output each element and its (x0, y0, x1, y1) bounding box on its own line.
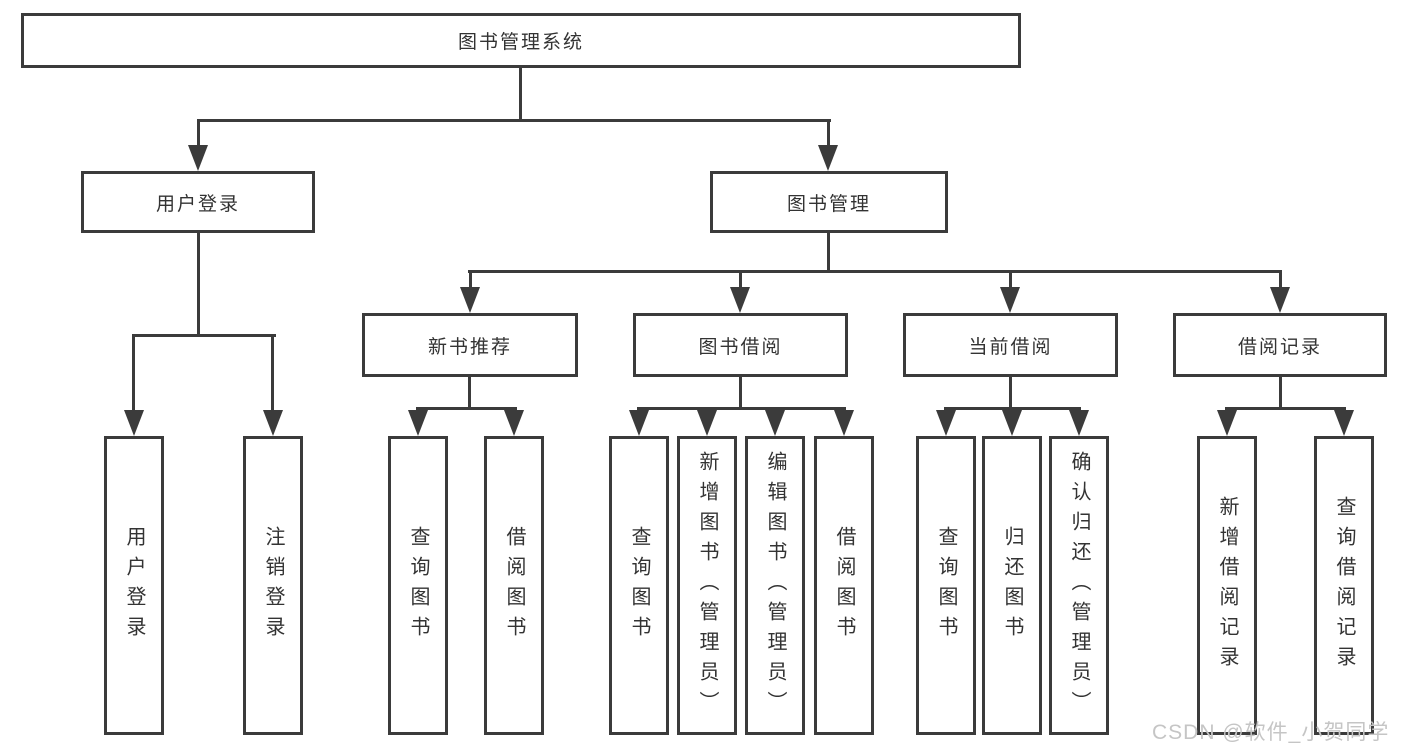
arrowhead-down-icon (765, 410, 785, 436)
node-book-borrowing: 图书借阅 (633, 313, 848, 377)
arrowhead-down-icon (1270, 287, 1290, 313)
arrowhead-down-icon (936, 410, 956, 436)
arrowhead-down-icon (1217, 410, 1237, 436)
connector-line (827, 119, 830, 147)
connector-line (197, 119, 831, 122)
leaf-logout: 注销登录 (243, 436, 303, 735)
connector-line (827, 233, 830, 273)
leaf-borrowing-borrow-books: 借阅图书 (814, 436, 874, 735)
connector-line (197, 119, 200, 147)
connector-line (132, 334, 276, 337)
arrowhead-down-icon (188, 145, 208, 171)
leaf-current-return-books: 归还图书 (982, 436, 1042, 735)
connector-line (468, 377, 471, 410)
arrowhead-down-icon (1334, 410, 1354, 436)
connector-line (1279, 377, 1282, 410)
leaf-records-add-record: 新增借阅记录 (1197, 436, 1257, 735)
leaf-current-query-books: 查询图书 (916, 436, 976, 735)
connector-line (1009, 270, 1012, 290)
connector-line (468, 270, 1282, 273)
leaf-recommend-borrow-books: 借阅图书 (484, 436, 544, 735)
arrowhead-down-icon (263, 410, 283, 436)
node-new-book-recommendation: 新书推荐 (362, 313, 578, 377)
leaf-recommend-query-books: 查询图书 (388, 436, 448, 735)
arrowhead-down-icon (1002, 410, 1022, 436)
connector-line (1225, 407, 1346, 410)
leaf-borrowing-add-books-admin: 新增图书（管理员） (677, 436, 737, 735)
arrowhead-down-icon (460, 287, 480, 313)
connector-line (469, 270, 472, 290)
leaf-records-query-record: 查询借阅记录 (1314, 436, 1374, 735)
arrowhead-down-icon (124, 410, 144, 436)
arrowhead-down-icon (1069, 410, 1089, 436)
arrowhead-down-icon (697, 410, 717, 436)
connector-line (1279, 270, 1282, 290)
connector-line (637, 407, 846, 410)
connector-line (739, 270, 742, 290)
node-borrowing-records: 借阅记录 (1173, 313, 1387, 377)
watermark: CSDN @软件_小贺同学 (1152, 721, 1390, 744)
arrowhead-down-icon (629, 410, 649, 436)
arrowhead-down-icon (818, 145, 838, 171)
leaf-current-confirm-return-admin: 确认归还（管理员） (1049, 436, 1109, 735)
leaf-user-login: 用户登录 (104, 436, 164, 735)
arrowhead-down-icon (730, 287, 750, 313)
connector-line (519, 68, 522, 122)
node-current-borrowing: 当前借阅 (903, 313, 1118, 377)
node-user-login: 用户登录 (81, 171, 315, 233)
leaf-borrowing-query-books: 查询图书 (609, 436, 669, 735)
connector-line (271, 334, 274, 412)
arrowhead-down-icon (1000, 287, 1020, 313)
connector-line (132, 334, 135, 412)
connector-line (1009, 377, 1012, 410)
connector-line (739, 377, 742, 410)
connector-line (197, 233, 200, 337)
connector-line (416, 407, 517, 410)
connector-line (944, 407, 1081, 410)
arrowhead-down-icon (834, 410, 854, 436)
leaf-borrowing-edit-books-admin: 编辑图书（管理员） (745, 436, 805, 735)
node-book-management: 图书管理 (710, 171, 948, 233)
arrowhead-down-icon (408, 410, 428, 436)
arrowhead-down-icon (504, 410, 524, 436)
node-root: 图书管理系统 (21, 13, 1021, 68)
